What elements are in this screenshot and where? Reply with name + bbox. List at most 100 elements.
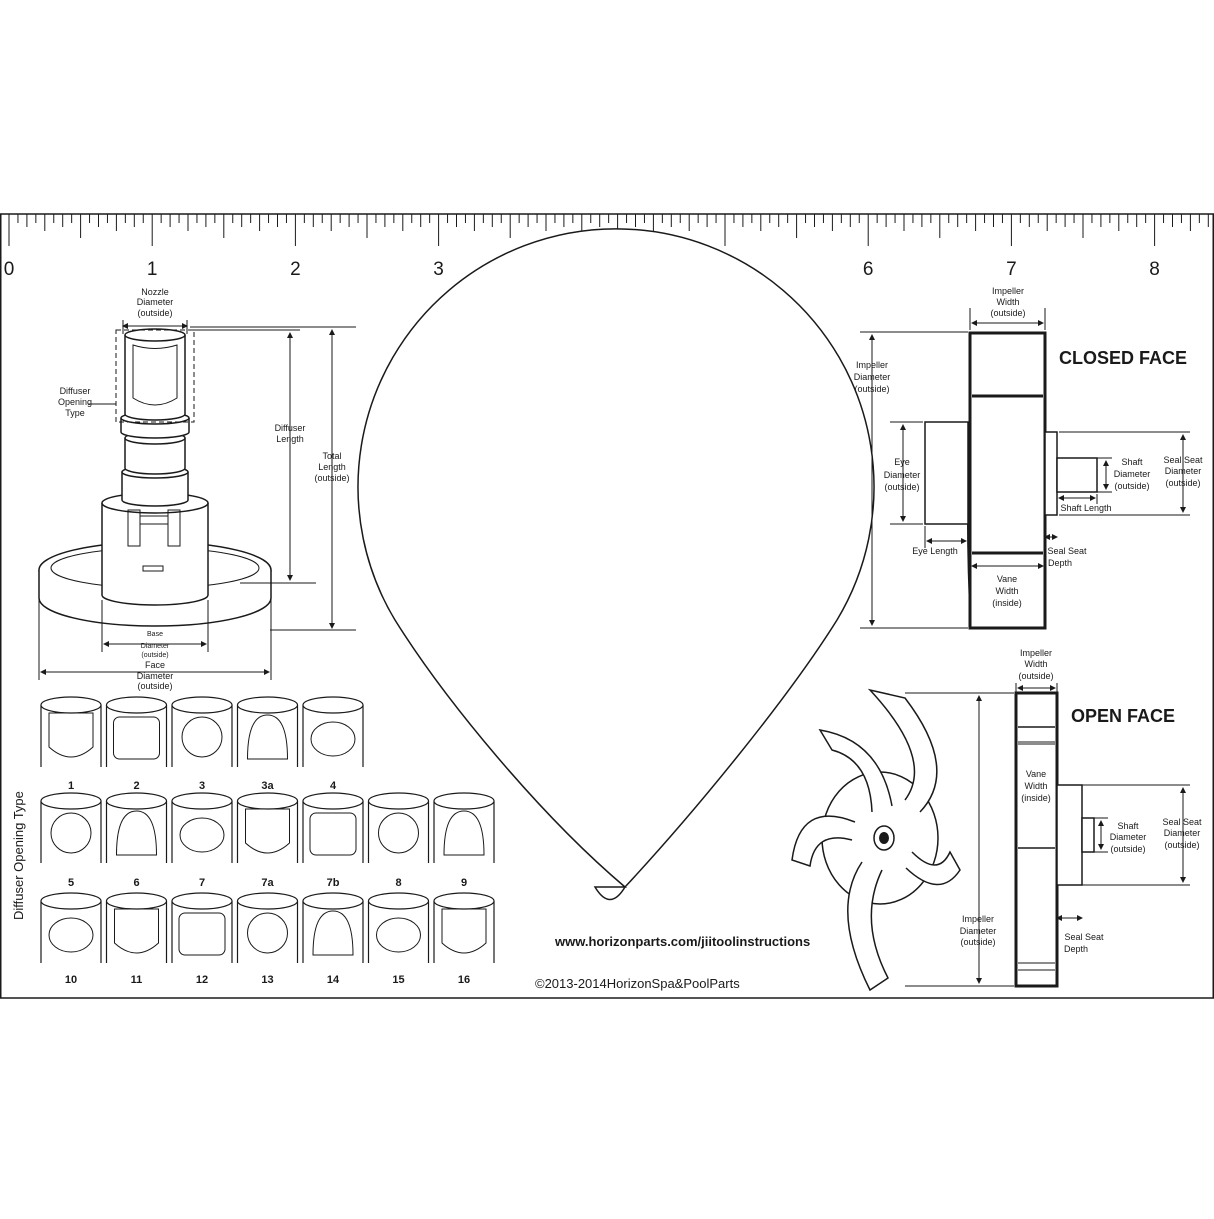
of-shaft-diameter-3: (outside): [1110, 844, 1145, 854]
total-length-label-1: Total: [322, 451, 341, 461]
opening-type-number: 13: [261, 974, 273, 986]
cf-vane-width-1: Vane: [997, 574, 1017, 584]
opening-type-cell: 3: [171, 696, 233, 792]
opening-type-number: 5: [68, 877, 74, 889]
opening-type-number: 12: [196, 974, 208, 986]
of-impeller-diameter-2: Diameter: [960, 926, 997, 936]
face-diameter-label-2: Diameter: [137, 671, 174, 681]
ruler-number: 8: [1149, 259, 1160, 280]
of-impeller-width-2: Width: [1024, 659, 1047, 669]
of-seal-seat-depth-1: Seal Seat: [1064, 932, 1104, 942]
diffuser-length-label-1: Diffuser: [275, 423, 306, 433]
cf-shaft-diameter-3: (outside): [1114, 481, 1149, 491]
opening-type-cell: 13: [236, 892, 299, 986]
cf-vane-width-2: Width: [995, 586, 1018, 596]
ruler-number: 7: [1006, 259, 1017, 280]
opening-type-label-2: Opening: [58, 397, 92, 407]
opening-type-cell: 11: [105, 892, 168, 986]
cf-eye-diameter-1: Eye: [894, 457, 910, 467]
cf-eye-length: Eye Length: [912, 546, 958, 556]
opening-type-cell: 2: [105, 696, 168, 792]
opening-type-cell: 7: [171, 792, 233, 889]
cf-impeller-width-2: Width: [996, 297, 1019, 307]
face-diameter-label-3: (outside): [137, 681, 172, 691]
base-diameter-label-2: Diameter: [141, 643, 170, 650]
copyright-text: ©2013-2014HorizonSpa&PoolParts: [535, 976, 740, 991]
opening-type-number: 4: [330, 780, 337, 792]
open-face-title: OPEN FACE: [1071, 706, 1175, 726]
of-impeller-diameter-3: (outside): [960, 937, 995, 947]
opening-type-cell: 16: [433, 892, 495, 986]
cf-impeller-diameter-1: Impeller: [856, 360, 888, 370]
nozzle-diameter-label-2: Diameter: [137, 297, 174, 307]
cf-impeller-diameter-2: Diameter: [854, 372, 891, 382]
opening-type-number: 7b: [327, 877, 340, 889]
opening-type-number: 10: [65, 974, 77, 986]
of-impeller-width-1: Impeller: [1020, 648, 1052, 658]
opening-type-cell: 7b: [302, 792, 364, 889]
opening-type-cell: 15: [367, 892, 430, 986]
opening-type-cell: 5: [40, 792, 102, 889]
diffuser-length-label-2: Length: [276, 434, 304, 444]
opening-type-cell: 9: [433, 792, 495, 889]
total-length-label-3: (outside): [314, 473, 349, 483]
base-diameter-label-3: (outside): [141, 652, 168, 659]
total-length-label-2: Length: [318, 462, 346, 472]
opening-type-number: 16: [458, 974, 470, 986]
cf-eye-diameter-3: (outside): [884, 482, 919, 492]
opening-type-number: 3: [199, 780, 205, 792]
opening-type-label-3: Type: [65, 408, 85, 418]
ruler-number: 1: [147, 259, 158, 280]
closed-face-title: CLOSED FACE: [1059, 348, 1187, 368]
ruler-number: 6: [863, 259, 874, 280]
of-seal-seat-diameter-1: Seal Seat: [1162, 817, 1202, 827]
cf-impeller-width-3: (outside): [990, 308, 1025, 318]
of-seal-seat-diameter-2: Diameter: [1164, 828, 1201, 838]
cf-shaft-diameter-2: Diameter: [1114, 469, 1151, 479]
opening-type-cell: 14: [302, 892, 364, 986]
opening-type-number: 15: [392, 974, 404, 986]
opening-type-number: 8: [395, 877, 401, 889]
of-vane-width-1: Vane: [1026, 769, 1046, 779]
of-seal-seat-depth-2: Depth: [1064, 944, 1088, 954]
opening-type-number: 9: [461, 877, 467, 889]
cf-vane-width-3: (inside): [992, 598, 1022, 608]
open-face-impeller-drawing: [791, 683, 1190, 992]
cf-shaft-length: Shaft Length: [1060, 503, 1111, 513]
face-diameter-label-1: Face: [145, 660, 165, 670]
of-shaft-diameter-2: Diameter: [1110, 832, 1147, 842]
ruler-number: 3: [433, 259, 444, 280]
opening-type-cell: 12: [171, 892, 233, 986]
opening-type-cell: 1: [40, 696, 102, 792]
opening-type-cell: 4: [302, 696, 364, 792]
instructions-url: www.horizonparts.com/jiitoolinstructions: [554, 934, 810, 949]
teardrop-template-outline: [357, 228, 875, 901]
cf-shaft-diameter-1: Shaft: [1121, 457, 1143, 467]
diffuser-drawing: [38, 320, 356, 680]
ruler-number: 2: [290, 259, 301, 280]
of-vane-width-3: (inside): [1021, 793, 1051, 803]
of-vane-width-2: Width: [1024, 781, 1047, 791]
opening-type-number: 7: [199, 877, 205, 889]
ruler-number: 0: [4, 259, 15, 280]
cf-impeller-width-1: Impeller: [992, 286, 1024, 296]
cf-seal-seat-diameter-2: Diameter: [1165, 466, 1202, 476]
nozzle-diameter-label-3: (outside): [137, 308, 172, 318]
of-seal-seat-diameter-3: (outside): [1164, 840, 1199, 850]
cf-seal-seat-depth-1: Seal Seat: [1047, 546, 1087, 556]
base-diameter-label-1: Base: [147, 631, 163, 638]
cf-seal-seat-diameter-3: (outside): [1165, 478, 1200, 488]
opening-type-number: 2: [133, 780, 139, 792]
opening-type-number: 7a: [261, 877, 274, 889]
opening-type-number: 14: [327, 974, 340, 986]
cf-seal-seat-depth-2: Depth: [1048, 558, 1072, 568]
opening-type-cell: 6: [105, 792, 168, 889]
opening-type-number: 1: [68, 780, 74, 792]
opening-type-number: 3a: [261, 780, 274, 792]
closed-face-impeller-drawing: [860, 308, 1190, 630]
of-impeller-width-3: (outside): [1018, 671, 1053, 681]
opening-type-cell: 8: [367, 792, 430, 889]
